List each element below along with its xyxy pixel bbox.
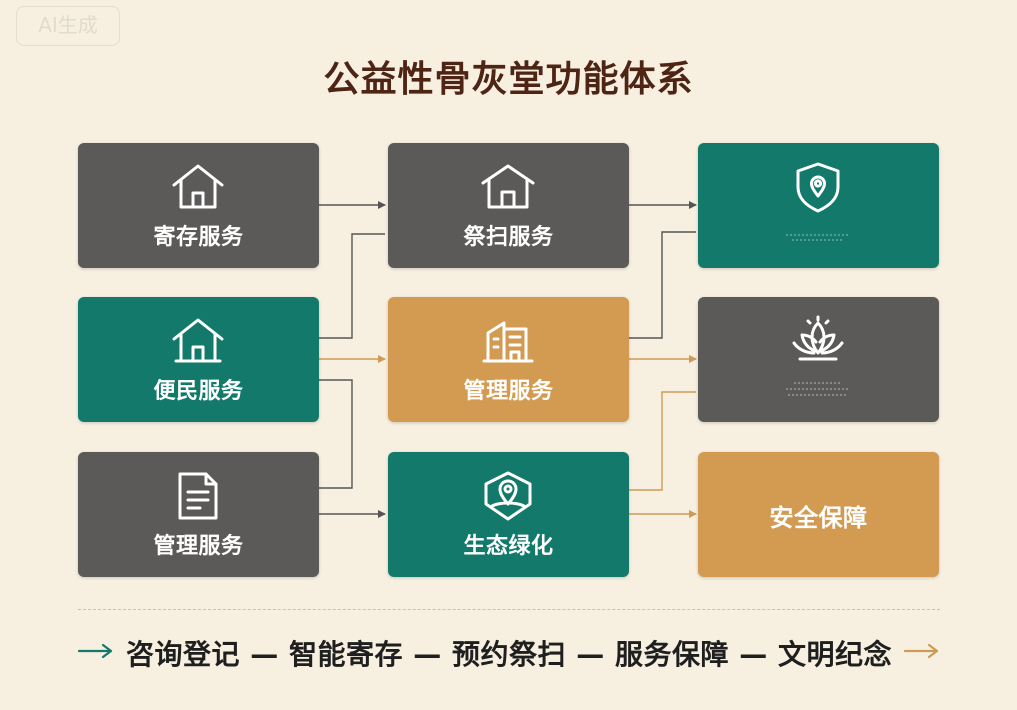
process-flow-text: 咨询登记 — 智能寄存 — 预约祭扫 — 服务保障 — 文明纪念	[126, 638, 892, 671]
ai-generated-watermark: AI生成	[16, 6, 120, 46]
connector-ecology-to-lotus	[629, 391, 696, 491]
page-title: 公益性骨灰堂功能体系	[323, 59, 694, 100]
document-icon	[178, 472, 218, 520]
box-security-guarantee: 安全保障	[698, 452, 939, 577]
box-label: 寄存服务	[153, 225, 244, 250]
box-label: 管理服务	[463, 379, 554, 404]
building-icon	[482, 321, 534, 363]
box-sweeping-service: 祭扫服务	[388, 143, 629, 268]
box-label: 祭扫服务	[463, 225, 554, 250]
connector-convenience-to-management-lower	[319, 379, 353, 489]
shield-icon	[796, 162, 840, 213]
box-label: 生态绿化	[463, 534, 554, 559]
box-label: 便民服务	[153, 379, 244, 404]
connector-management-to-shield	[629, 231, 696, 339]
box-lotus	[698, 297, 939, 422]
box-ecology-greening: 生态绿化	[388, 452, 629, 577]
box-shield	[698, 143, 939, 268]
box-management-service-left: 管理服务	[78, 452, 319, 577]
arrow-right-icon	[78, 643, 113, 659]
house-icon	[481, 164, 535, 209]
box-management-service-center: 管理服务	[388, 297, 629, 422]
house-icon	[172, 318, 224, 363]
process-flow: 咨询登记 — 智能寄存 — 预约祭扫 — 服务保障 — 文明纪念	[78, 625, 940, 681]
box-label: 管理服务	[153, 534, 244, 559]
faint-text-placeholder	[786, 382, 850, 396]
faint-text-placeholder	[786, 234, 850, 241]
dashed-divider	[78, 609, 940, 610]
lotus-icon	[792, 315, 844, 361]
connector-convenience-to-sweeping	[319, 233, 385, 339]
house-icon	[172, 164, 224, 209]
arrow-right-icon	[904, 643, 939, 659]
location-leaf-icon	[484, 471, 532, 521]
box-convenience-service: 便民服务	[78, 297, 319, 422]
box-label: 安全保障	[769, 504, 868, 532]
box-storage-service: 寄存服务	[78, 143, 319, 268]
